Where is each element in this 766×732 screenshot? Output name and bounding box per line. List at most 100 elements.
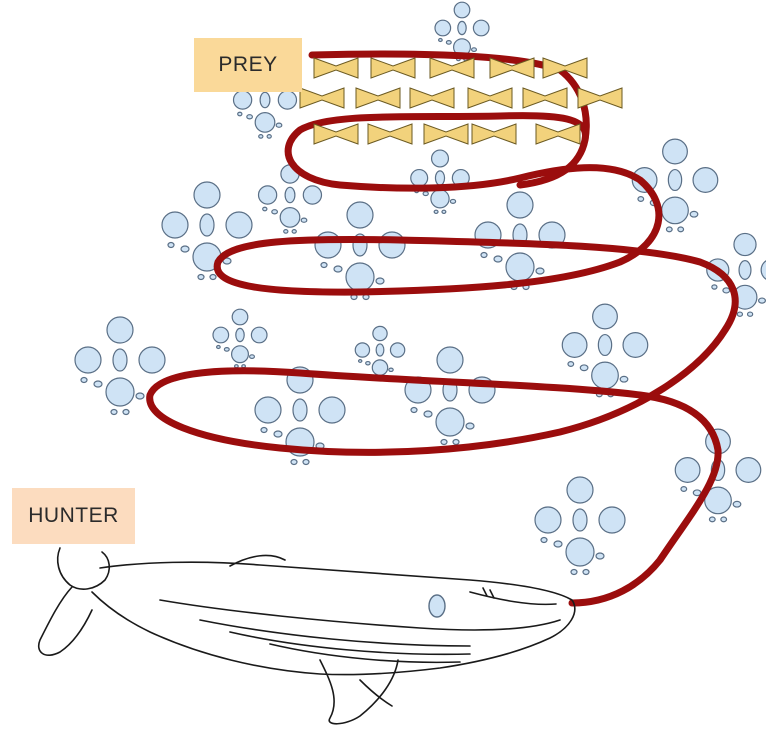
air-bubble-icon [319, 397, 345, 423]
air-bubble-icon [554, 541, 562, 547]
air-bubble-icon [432, 150, 449, 167]
bubble-cluster [213, 309, 267, 368]
air-bubble-icon [75, 347, 101, 373]
whale-eye-bubble [429, 595, 445, 617]
air-bubble-icon [481, 253, 487, 258]
air-bubble-icon [255, 113, 275, 133]
bowtie-fish-icon [410, 88, 454, 108]
air-bubble-icon [736, 458, 761, 483]
air-bubble-icon [267, 135, 271, 139]
air-bubble-icon [678, 227, 684, 232]
humpback-whale-icon [39, 548, 575, 724]
air-bubble-icon [454, 2, 470, 18]
air-bubble-icon [303, 186, 321, 204]
air-bubble-icon [390, 343, 404, 357]
air-bubble-icon [748, 312, 753, 316]
bubble-cluster [162, 182, 252, 280]
air-bubble-icon [247, 115, 253, 119]
air-bubble-icon [571, 570, 577, 575]
air-bubble-icon [599, 507, 625, 533]
air-bubble-icon [260, 92, 270, 107]
air-bubble-icon [723, 288, 730, 293]
prey-school [300, 58, 622, 144]
whale-tail-fluke-lower [39, 587, 92, 655]
bowtie-fish-icon [356, 88, 400, 108]
air-bubble-icon [573, 509, 587, 531]
air-bubble-icon [436, 408, 464, 436]
hunter-label: HUNTER [12, 488, 135, 544]
air-bubble-icon [232, 309, 248, 325]
air-bubble-icon [439, 39, 443, 42]
prey-label: PREY [194, 38, 302, 92]
air-bubble-icon [259, 186, 277, 204]
air-bubble-icon [255, 397, 281, 423]
air-bubble-icon [567, 477, 593, 503]
air-bubble-icon [568, 362, 574, 367]
air-bubble-icon [278, 91, 296, 109]
air-bubble-icon [596, 553, 604, 559]
bubble-cluster [562, 304, 648, 397]
air-bubble-icon [376, 344, 384, 356]
air-bubble-icon [431, 190, 449, 208]
air-bubble-icon [139, 347, 165, 373]
air-bubble-icon [675, 458, 700, 483]
bowtie-fish-icon [371, 58, 415, 78]
air-bubble-icon [583, 570, 589, 575]
air-bubble-icon [690, 211, 698, 217]
air-bubble-icon [668, 170, 681, 191]
air-bubble-icon [739, 261, 751, 280]
air-bubble-icon [276, 123, 282, 127]
bowtie-fish-icon [468, 88, 512, 108]
air-bubble-icon [232, 346, 249, 363]
air-bubble-icon [355, 343, 369, 357]
air-bubble-icon [411, 408, 417, 413]
air-bubble-icon [113, 349, 127, 371]
air-bubble-icon [315, 232, 341, 258]
air-bubble-icon [251, 327, 267, 343]
air-bubble-icon [507, 192, 533, 218]
air-bubble-icon [94, 381, 102, 387]
air-bubble-icon [494, 256, 502, 262]
air-bubble-icon [472, 48, 477, 52]
air-bubble-icon [224, 348, 229, 352]
air-bubble-icon [562, 333, 587, 358]
air-bubble-icon [293, 399, 307, 421]
air-bubble-icon [81, 378, 87, 383]
air-bubble-icon [662, 197, 689, 224]
bubble-cluster [405, 347, 495, 445]
air-bubble-icon [292, 230, 296, 234]
air-bubble-icon [580, 365, 588, 371]
air-bubble-icon [194, 182, 220, 208]
air-bubble-icon [198, 275, 204, 280]
air-bubble-icon [437, 347, 463, 373]
air-bubble-icon [334, 266, 342, 272]
bowtie-fish-icon [523, 88, 567, 108]
air-bubble-icon [284, 230, 288, 234]
air-bubble-icon [536, 268, 544, 274]
air-bubble-icon [473, 20, 489, 36]
air-bubble-icon [291, 460, 297, 465]
air-bubble-icon [435, 20, 451, 36]
air-bubble-icon [598, 335, 611, 356]
air-bubble-icon [168, 243, 174, 248]
bubble-cluster [355, 326, 405, 380]
air-bubble-icon [136, 393, 144, 399]
air-bubble-icon [623, 333, 648, 358]
air-bubble-icon [200, 214, 214, 236]
air-bubble-icon [761, 259, 766, 281]
air-bubble-icon [541, 538, 547, 543]
air-bubble-icon [272, 210, 278, 214]
air-bubble-icon [434, 210, 438, 213]
air-bubble-icon [181, 246, 189, 252]
air-bubble-icon [663, 139, 688, 164]
bubble-cluster [315, 202, 405, 300]
air-bubble-icon [250, 355, 255, 359]
air-bubble-icon [441, 440, 447, 445]
air-bubble-icon [347, 202, 373, 228]
air-bubble-icon [210, 275, 216, 280]
air-bubble-icon [217, 346, 221, 349]
air-bubble-icon [111, 410, 117, 415]
whale-throat-grooves [200, 620, 470, 662]
whale-belly-line [160, 600, 560, 630]
